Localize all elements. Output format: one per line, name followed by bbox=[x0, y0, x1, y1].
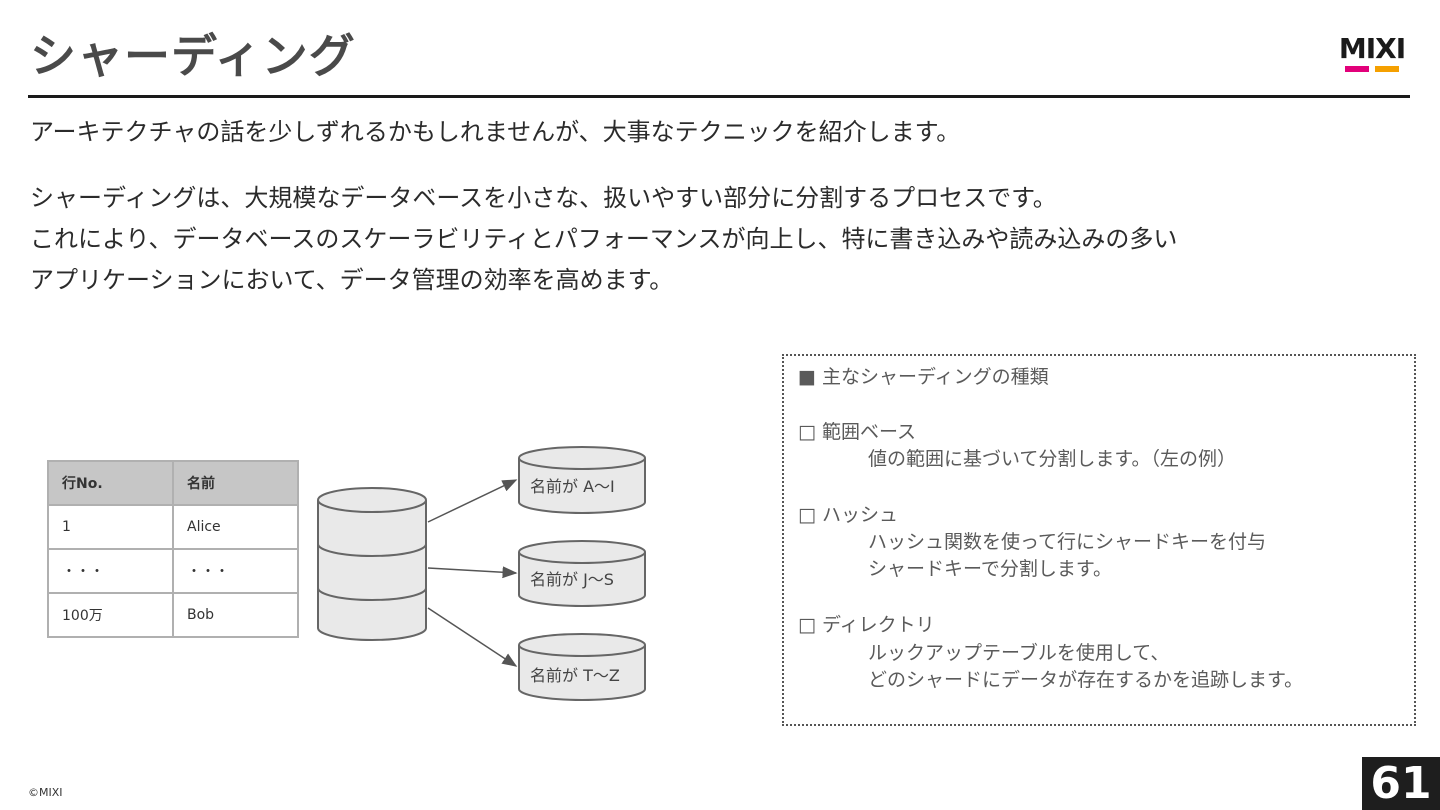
shard-db-icon bbox=[518, 633, 646, 701]
slide-title: シャーディング bbox=[30, 29, 356, 83]
page-number: 61 bbox=[1362, 757, 1440, 810]
paragraph-line: これにより、データベースのスケーラビリティとパフォーマンスが向上し、特に書き込み… bbox=[30, 225, 1178, 253]
type-desc-directory: どのシャードにデータが存在するかを追跡します。 bbox=[868, 669, 1304, 691]
type-desc-range: 値の範囲に基づいて分割します。（左の例） bbox=[868, 448, 1237, 470]
title-divider bbox=[28, 95, 1410, 98]
table-header-row: 行No. 名前 bbox=[47, 460, 299, 506]
sharding-diagram: 名前が A〜I 名前が J〜S 名前が T〜Z bbox=[317, 446, 646, 701]
shard-label: 名前が J〜S bbox=[530, 570, 614, 589]
table-row: 1 Alice bbox=[47, 504, 299, 550]
table-cell: ・・・ bbox=[47, 548, 174, 594]
column-header-row-no: 行No. bbox=[47, 460, 174, 506]
description-paragraph: シャーディングは、大規模なデータベースを小さな、扱いやすい部分に分割するプロセス… bbox=[30, 178, 1177, 301]
mixi-logo: MIXI bbox=[1332, 34, 1412, 76]
shard-label: 名前が T〜Z bbox=[530, 666, 620, 685]
type-title-directory: □ ディレクトリ bbox=[798, 614, 935, 636]
logo-bar-orange bbox=[1375, 66, 1399, 72]
type-title-range: □ 範囲ベース bbox=[798, 421, 917, 443]
lead-text: アーキテクチャの話を少しずれるかもしれませんが、大事なテクニックを紹介します。 bbox=[30, 118, 961, 146]
logo-bar-pink bbox=[1345, 66, 1369, 72]
table-cell: Alice bbox=[172, 504, 299, 550]
type-title-hash: □ ハッシュ bbox=[798, 504, 898, 526]
type-desc-hash: シャードキーで分割します。 bbox=[868, 558, 1112, 580]
column-header-name: 名前 bbox=[172, 460, 299, 506]
table-cell: Bob bbox=[172, 592, 299, 638]
shard-db-icon bbox=[518, 446, 646, 514]
paragraph-line: アプリケーションにおいて、データ管理の効率を高めます。 bbox=[30, 266, 674, 294]
user-table: 行No. 名前 1 Alice ・・・ ・・・ 100万 Bob bbox=[47, 460, 299, 638]
database-icon bbox=[317, 487, 427, 641]
paragraph-line: シャーディングは、大規模なデータベースを小さな、扱いやすい部分に分割するプロセス… bbox=[30, 184, 1057, 212]
type-desc-directory: ルックアップテーブルを使用して、 bbox=[868, 642, 1170, 664]
table-cell: 100万 bbox=[47, 592, 174, 638]
table-row: ・・・ ・・・ bbox=[47, 548, 299, 594]
shard-arrows bbox=[427, 479, 518, 667]
table-cell: ・・・ bbox=[172, 548, 299, 594]
table-cell: 1 bbox=[47, 504, 174, 550]
sharding-types-box: ■ 主なシャーディングの種類 □ 範囲ベース 値の範囲に基づいて分割します。（左… bbox=[782, 354, 1416, 726]
shard-db-icon bbox=[518, 540, 646, 607]
box-heading: ■ 主なシャーディングの種類 bbox=[798, 366, 1049, 388]
copyright-text: ©MIXI bbox=[28, 786, 63, 799]
table-row: 100万 Bob bbox=[47, 592, 299, 638]
shard-label: 名前が A〜I bbox=[530, 477, 615, 496]
logo-text: MIXI bbox=[1338, 32, 1406, 65]
type-desc-hash: ハッシュ関数を使って行にシャードキーを付与 bbox=[868, 531, 1267, 553]
